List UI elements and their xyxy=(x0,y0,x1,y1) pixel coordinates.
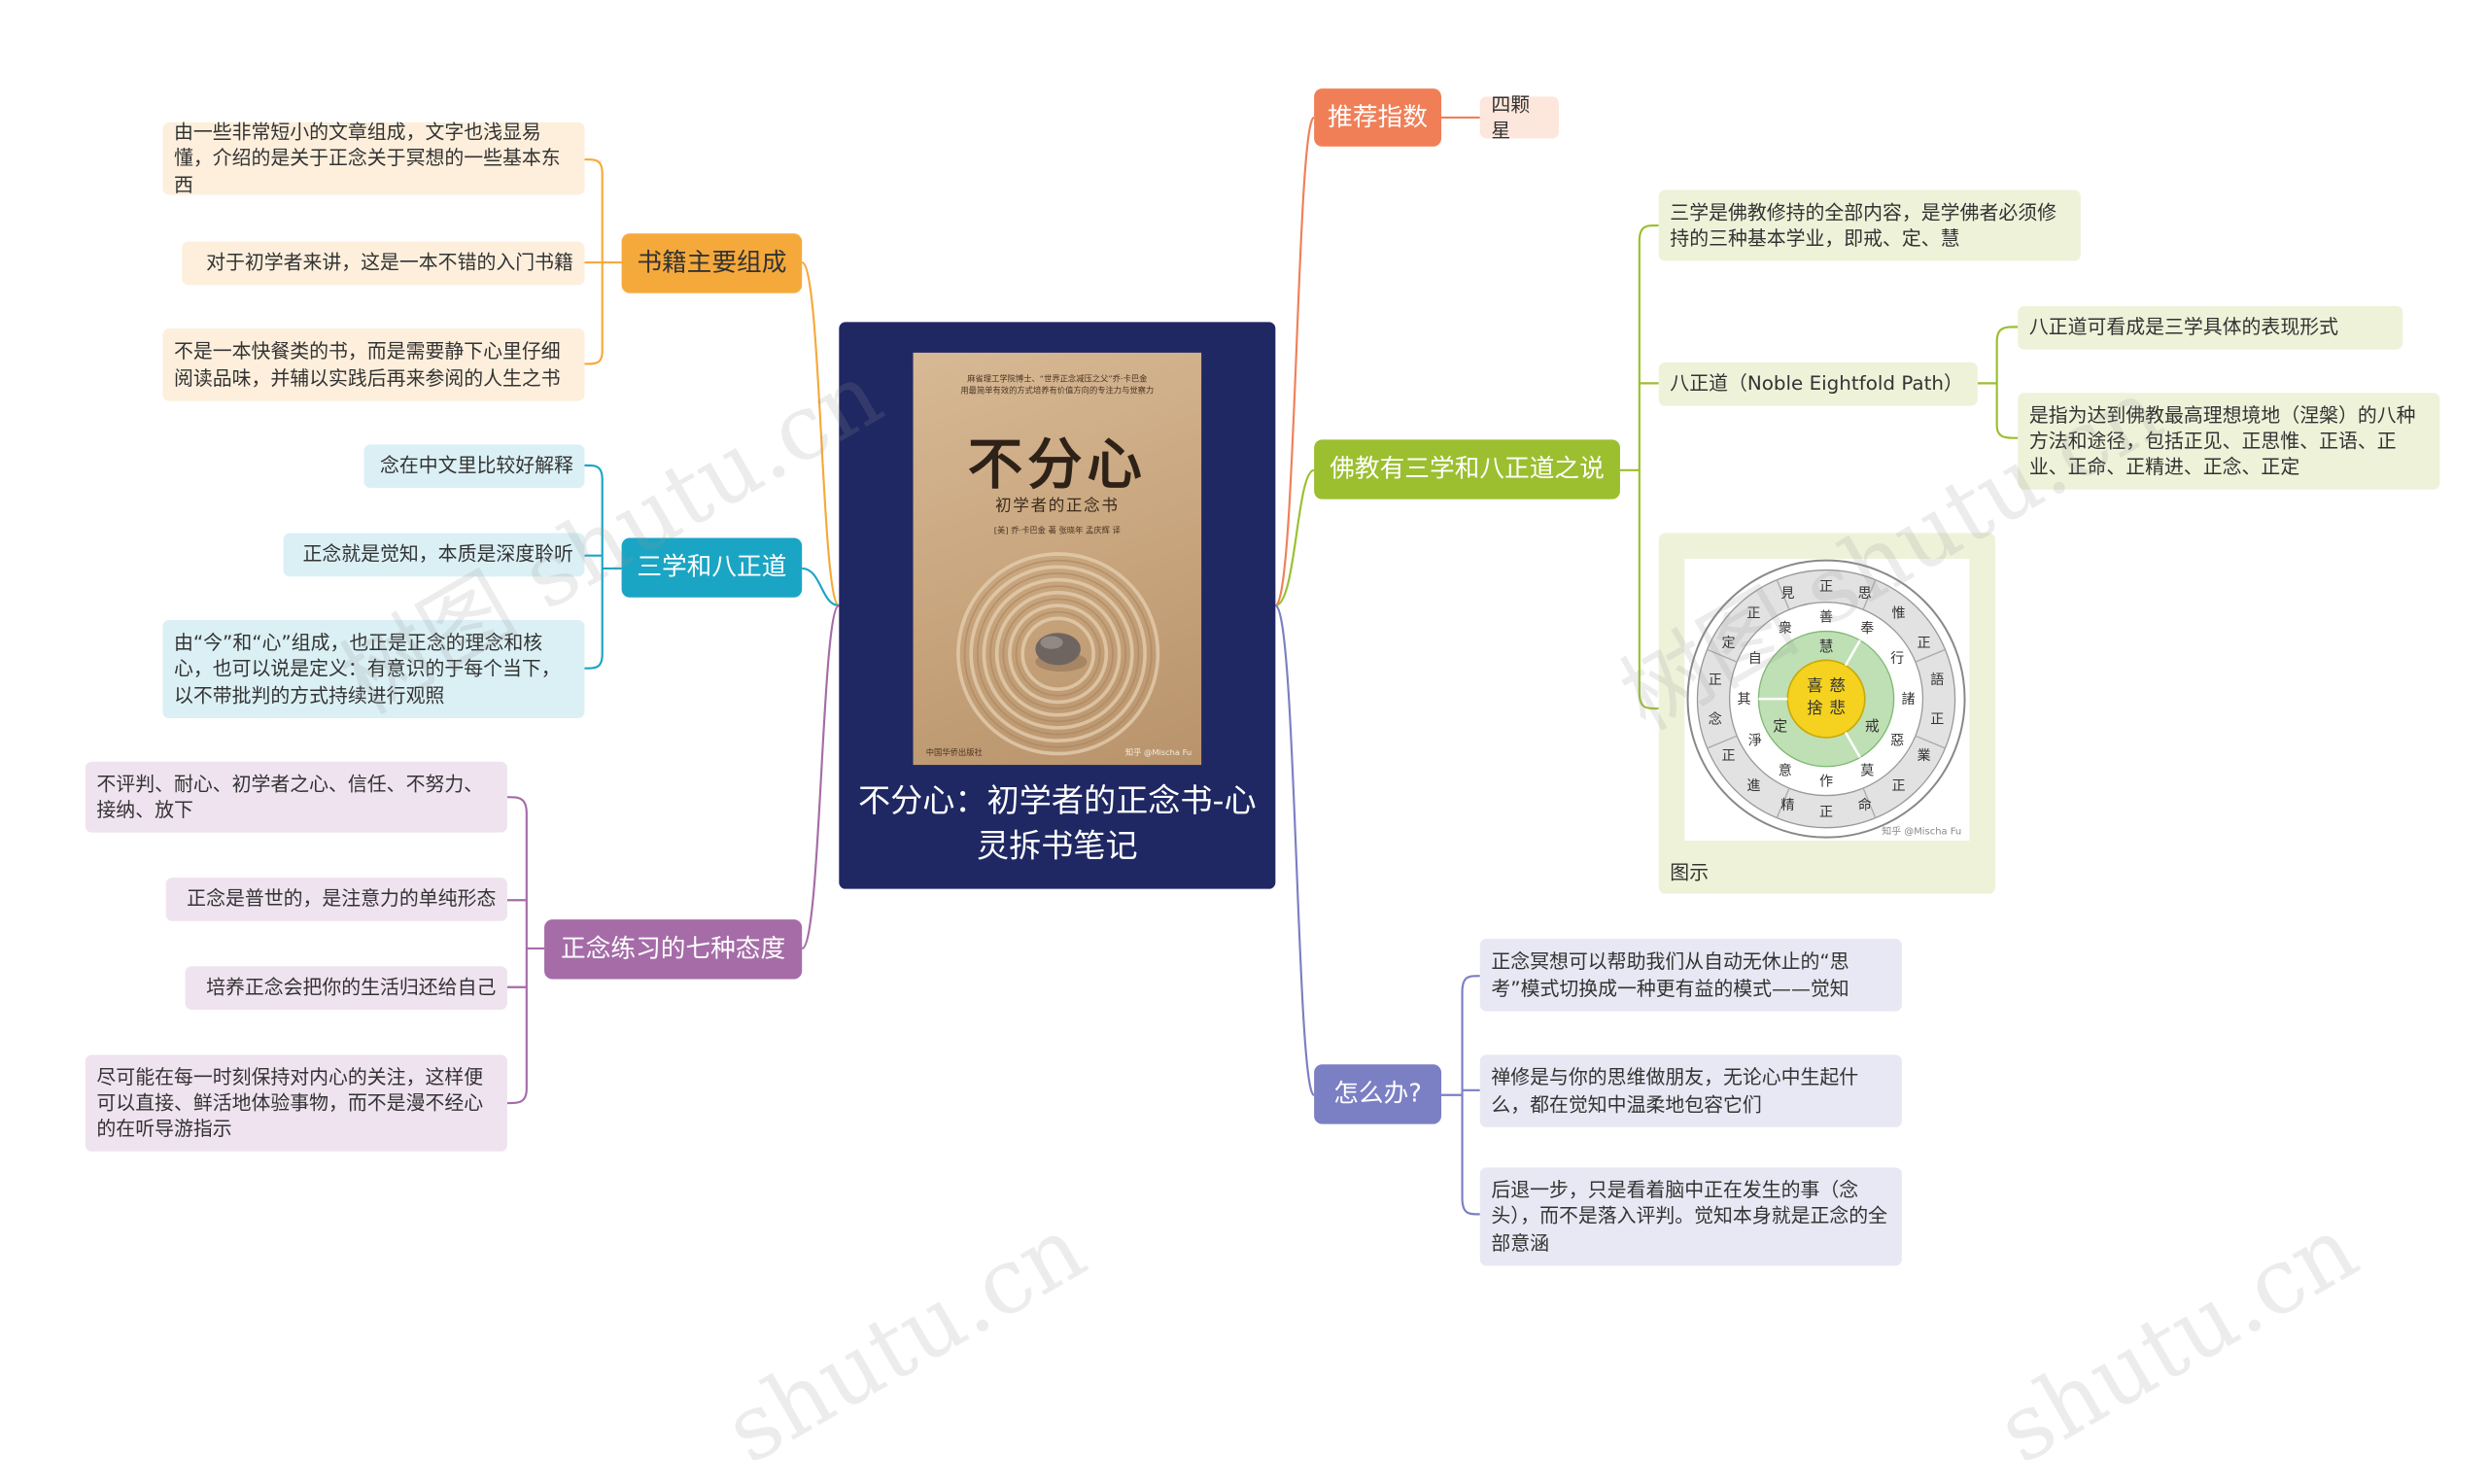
wheel-outer-char: 正 xyxy=(1819,805,1833,820)
cover-tagline-1: 麻省理工学院博士、“世界正念减压之父”乔·卡巴金 xyxy=(967,375,1148,386)
branch-buddhism[interactable]: 佛教有三学和八正道之说 xyxy=(1314,439,1620,500)
wheel-center-char: 悲 xyxy=(1829,699,1846,717)
eightfold-wheel-figure: 正思惟正語正業正命正精進正念正定正見衆善奉行諸惡莫作意淨其自慧戒定喜慈捨悲知乎 … xyxy=(1684,558,1970,841)
leaf-seven-3[interactable]: 培养正念会把你的生活归还给自己 xyxy=(185,966,507,1010)
central-topic-text: 不分心：初学者的正念书-心灵拆书笔记 xyxy=(857,780,1257,865)
mindmap-canvas: 麻省理工学院博士、“世界正念减压之父”乔·卡巴金 用最简单有效的方式培养有价值方… xyxy=(85,88,2440,1484)
leaf-recommend-rating[interactable]: 四颗星 xyxy=(1479,93,1559,142)
leaf-sanxue-3[interactable]: 由“今”和“心”组成，也正是正念的理念和核心，也可以说是定义：有意识的于每个当下… xyxy=(162,619,585,719)
zen-garden-illustration xyxy=(956,552,1160,756)
leaf-buddhism-threefold[interactable]: 三学是佛教修持的全部内容，是学佛者必须修持的三种基本学业，即戒、定、慧 xyxy=(1658,190,2081,261)
wheel-ring3-char: 其 xyxy=(1737,692,1750,707)
branch-seven-attitudes[interactable]: 正念练习的七种态度 xyxy=(544,919,803,980)
cover-publisher: 中国华侨出版社 xyxy=(925,748,983,759)
wheel-outer-char: 念 xyxy=(1709,710,1722,727)
wheel-outer-char: 正 xyxy=(1709,673,1722,688)
wheel-outer-char: 正 xyxy=(1746,605,1760,621)
leaf-composition-1[interactable]: 由一些非常短小的文章组成，文字也浅显易懂，介绍的是关于正念关于冥想的一些基本东西 xyxy=(162,121,585,195)
leaf-composition-3[interactable]: 不是一本快餐类的书，而是需要静下心里仔细阅读品味，并辅以实践后再来参阅的人生之书 xyxy=(162,328,585,401)
cover-authors: [美] 乔·卡巴金 著 张晓年 孟庆辉 译 xyxy=(993,526,1121,536)
wheel-outer-spoke xyxy=(1862,579,1877,610)
wheel-ring2-char: 慧 xyxy=(1819,638,1834,655)
wheel-outer-char: 業 xyxy=(1917,748,1930,764)
branch-composition[interactable]: 书籍主要组成 xyxy=(621,233,803,293)
cover-tagline-2: 用最简单有效的方式培养有价值方向的专注力与觉察力 xyxy=(960,386,1155,397)
branch-howto[interactable]: 怎么办? xyxy=(1314,1064,1442,1124)
wheel-outer-char: 正 xyxy=(1892,778,1906,794)
cover-credit: 知乎 @Mischa Fu xyxy=(1124,748,1192,759)
wheel-ring3-char: 惡 xyxy=(1890,733,1904,748)
wheel-center xyxy=(1786,659,1866,739)
wheel-outer-char: 思 xyxy=(1858,586,1872,602)
wheel-ring3-char: 作 xyxy=(1819,775,1833,790)
branch-sanxue[interactable]: 三学和八正道 xyxy=(621,537,803,598)
leaf-seven-2[interactable]: 正念是普世的，是注意力的单纯形态 xyxy=(165,878,507,921)
cover-title: 不分心 xyxy=(967,432,1147,499)
wheel-outer-spoke xyxy=(1707,648,1738,663)
wheel-inner-spoke xyxy=(1844,639,1861,667)
wheel-outer-char: 正 xyxy=(1722,748,1736,764)
wheel-outer-spoke xyxy=(1915,735,1946,749)
wheel-outer-char: 正 xyxy=(1917,636,1930,651)
wheel-outer-spoke xyxy=(1707,735,1738,749)
leaf-buddhism-eightfold[interactable]: 八正道（Noble Eightfold Path） xyxy=(1658,362,1978,406)
leaf-howto-3[interactable]: 后退一步，只是看着脑中正在发生的事（念头），而不是落入评判。觉知本身就是正念的全… xyxy=(1479,1167,1902,1266)
wheel-outer-spoke xyxy=(1862,787,1877,818)
wheel-outer-char: 定 xyxy=(1722,636,1736,651)
wheel-ring2-char: 定 xyxy=(1773,717,1787,735)
eightfold-wheel: 正思惟正語正業正命正精進正念正定正見衆善奉行諸惡莫作意淨其自慧戒定喜慈捨悲知乎 … xyxy=(1686,559,1966,839)
leaf-eightfold-expression[interactable]: 八正道可看成是三学具体的表现形式 xyxy=(2018,305,2403,350)
leaf-sanxue-2[interactable]: 正念就是觉知，本质是深度聆听 xyxy=(283,533,585,577)
cover-subtitle: 初学者的正念书 xyxy=(995,498,1120,516)
wheel-outer-char: 正 xyxy=(1819,579,1833,595)
branch-recommend[interactable]: 推荐指数 xyxy=(1314,88,1442,147)
wheel-ring3-char: 奉 xyxy=(1860,621,1874,637)
wheel-credit: 知乎 @Mischa Fu xyxy=(1882,824,1961,837)
leaf-seven-4[interactable]: 尽可能在每一时刻保持对内心的关注，这样便可以直接、鲜活地体验事物，而不是漫不经心… xyxy=(85,1054,507,1152)
wheel-ring3-char: 淨 xyxy=(1748,733,1762,748)
wheel-outer-char: 進 xyxy=(1746,778,1760,794)
leaf-howto-2[interactable]: 禅修是与你的思维做朋友，无论心中生起什么，都在觉知中温柔地包容它们 xyxy=(1479,1054,1902,1127)
wheel-outer-char: 命 xyxy=(1858,797,1872,813)
leaf-composition-2[interactable]: 对于初学者来讲，这是一本不错的入门书籍 xyxy=(182,241,585,286)
leaf-sanxue-1[interactable]: 念在中文里比较好解释 xyxy=(363,444,585,489)
wheel-outer-char: 惟 xyxy=(1892,605,1906,621)
wheel-ring3-char: 莫 xyxy=(1860,763,1874,778)
leaf-eightfold-definition[interactable]: 是指为达到佛教最高理想境地（涅槃）的八种方法和途径，包括正见、正思惟、正语、正业… xyxy=(2018,393,2440,490)
wheel-outer-spoke xyxy=(1776,787,1790,818)
wheel-center-char: 捨 xyxy=(1807,699,1823,717)
wheel-ring3-char: 衆 xyxy=(1779,621,1792,637)
wheel-ring2-char: 戒 xyxy=(1865,717,1880,735)
wheel-ring3-char: 意 xyxy=(1779,762,1792,778)
wheel-ring3-char: 行 xyxy=(1890,651,1904,667)
leaf-howto-1[interactable]: 正念冥想可以帮助我们从自动无休止的“思考”模式切换成一种更有益的模式——觉知 xyxy=(1479,939,1902,1012)
connector-lines xyxy=(506,116,2019,1216)
wheel-outer-char: 精 xyxy=(1780,798,1794,813)
leaf-seven-1[interactable]: 不评判、耐心、初学者之心、信任、不努力、接纳、放下 xyxy=(85,761,507,833)
wheel-center-char: 喜 xyxy=(1807,676,1823,695)
wheel-outer-char: 見 xyxy=(1780,586,1794,602)
wheel-inner-spoke xyxy=(1844,731,1861,759)
wheel-center-char: 慈 xyxy=(1829,676,1846,695)
wheel-outer-spoke xyxy=(1915,648,1946,663)
wheel-outer-char: 語 xyxy=(1930,673,1944,688)
central-topic-title: 不分心：初学者的正念书-心灵拆书笔记 xyxy=(839,777,1275,868)
wheel-ring3-char: 諸 xyxy=(1901,692,1915,707)
book-cover-image: 麻省理工学院博士、“世界正念减压之父”乔·卡巴金 用最简单有效的方式培养有价值方… xyxy=(913,352,1202,766)
central-topic[interactable]: 麻省理工学院博士、“世界正念减压之父”乔·卡巴金 用最简单有效的方式培养有价值方… xyxy=(839,322,1276,889)
wheel-outer-spoke xyxy=(1776,579,1790,610)
wheel-ring3-char: 自 xyxy=(1748,651,1762,667)
eightfold-diagram-node[interactable]: 正思惟正語正業正命正精進正念正定正見衆善奉行諸惡莫作意淨其自慧戒定喜慈捨悲知乎 … xyxy=(1658,533,1996,894)
figure-caption: 图示 xyxy=(1670,861,1710,884)
wheel-outer-char: 正 xyxy=(1930,711,1944,727)
wheel-ring3-char: 善 xyxy=(1819,610,1833,626)
